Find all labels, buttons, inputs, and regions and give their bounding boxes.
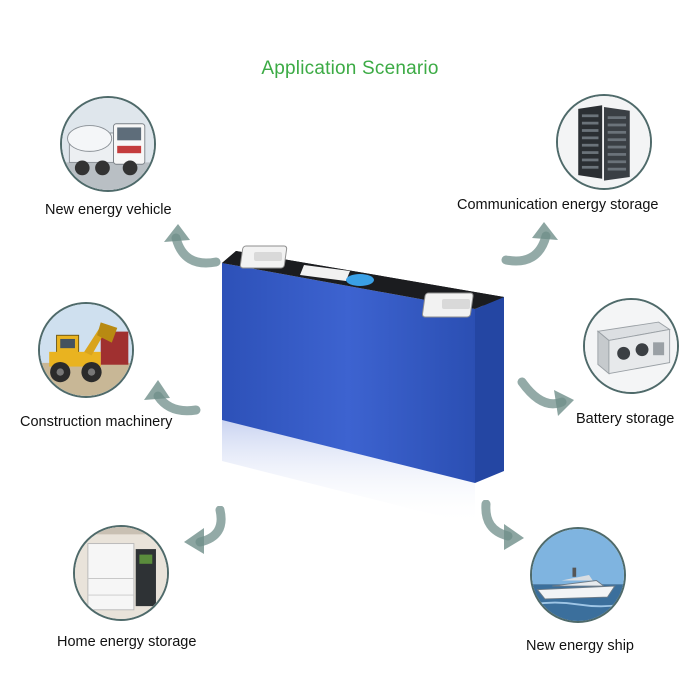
curved-arrow-icon <box>164 224 221 268</box>
curved-arrow-icon <box>144 380 201 416</box>
scenario-label-home-energy-storage: Home energy storage <box>57 634 197 650</box>
curved-arrow-icon <box>184 506 226 554</box>
page-title: Application Scenario <box>261 58 439 79</box>
scenario-image-new-energy-vehicle <box>60 96 156 192</box>
scenario-image-new-energy-ship <box>530 527 626 623</box>
curved-arrow-icon <box>517 377 574 416</box>
scenario-image-battery-storage <box>583 298 679 394</box>
scenario-image-home-energy-storage <box>73 525 169 621</box>
server-rack-icon <box>558 96 650 188</box>
scenario-image-construction-machinery <box>38 302 134 398</box>
loader-icon <box>40 304 132 396</box>
scenario-label-new-energy-ship: New energy ship <box>526 638 634 654</box>
scenario-label-new-energy-vehicle: New energy vehicle <box>45 202 172 218</box>
ship-icon <box>532 529 624 621</box>
curved-arrow-icon <box>501 222 558 266</box>
scenario-image-communication-storage <box>556 94 652 190</box>
scenario-label-battery-storage: Battery storage <box>576 411 675 427</box>
scenario-label-communication-storage: Communication energy storage <box>457 197 659 213</box>
curved-arrow-icon <box>481 500 524 550</box>
home-storage-icon <box>75 527 167 619</box>
scenario-label-construction-machinery: Construction machinery <box>20 414 173 430</box>
battery-box-icon <box>585 300 677 392</box>
truck-icon <box>62 98 154 190</box>
battery-cell-image <box>222 245 504 525</box>
